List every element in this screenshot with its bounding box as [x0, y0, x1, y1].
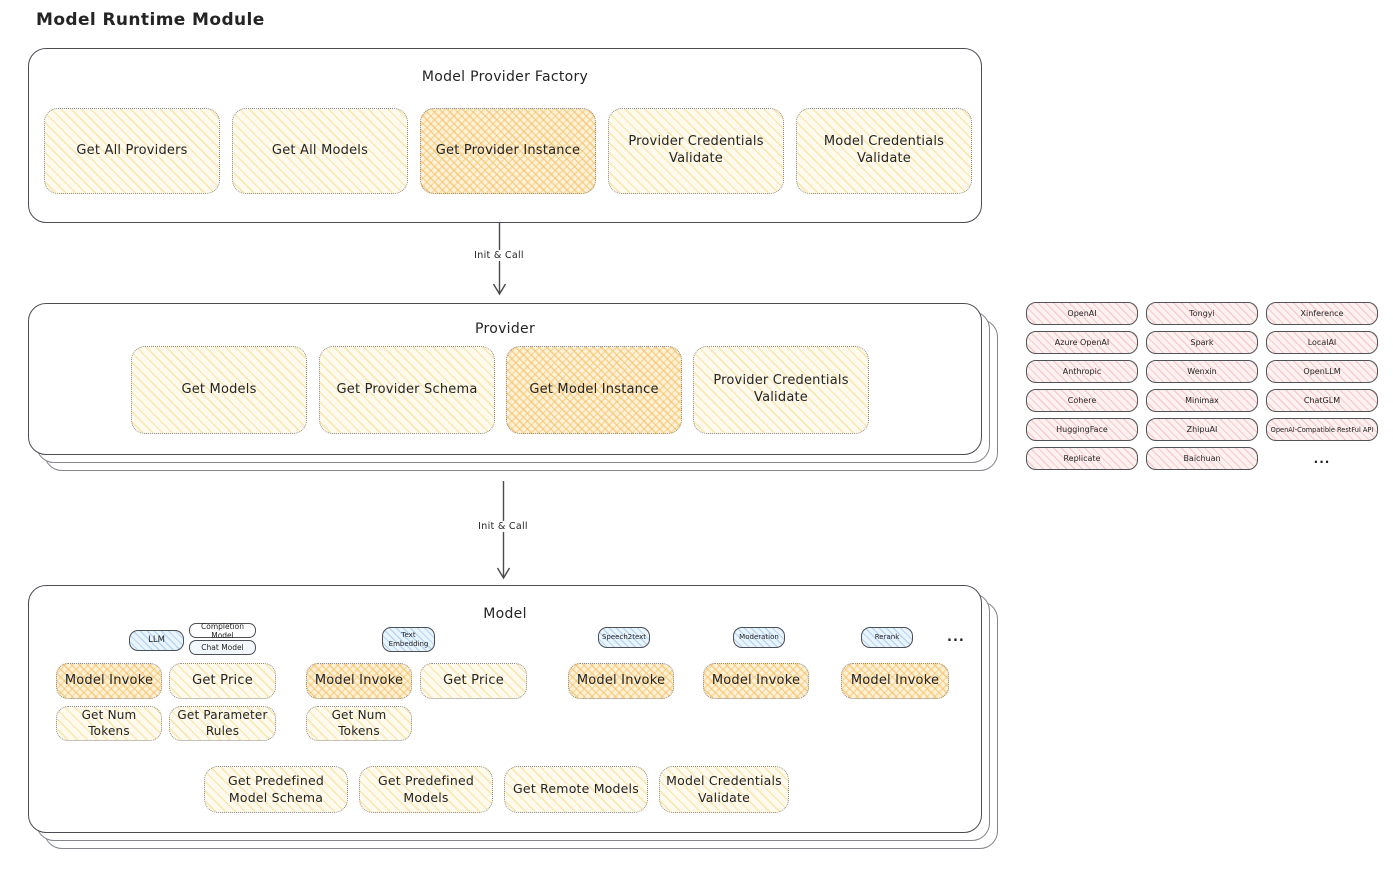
- badge-rerank: Rerank: [861, 627, 913, 648]
- model-box-title: Model: [483, 606, 527, 622]
- provider-item-tongyi: Tongyi: [1146, 302, 1258, 325]
- provider-box: Provider Get Models Get Provider Schema …: [28, 303, 982, 455]
- badge-llm: LLM: [129, 630, 184, 651]
- badge-speech2text: Speech2text: [598, 627, 650, 648]
- provider-item-baichuan: Baichuan: [1146, 447, 1258, 470]
- provider-item-azure-openai: Azure OpenAI: [1026, 331, 1138, 354]
- provider-item-localai: LocalAI: [1266, 331, 1378, 354]
- node-get-models: Get Models: [131, 346, 307, 434]
- provider-item-spark: Spark: [1146, 331, 1258, 354]
- node-provider-credentials-validate: Provider Credentials Validate: [608, 108, 784, 194]
- arrow-label-init-call-1: Init & Call: [470, 250, 528, 261]
- node-get-predefined-models: Get Predefined Models: [359, 766, 493, 813]
- node-embedding-model-invoke: Model Invoke: [306, 663, 412, 699]
- provider-item-openai: OpenAI: [1026, 302, 1138, 325]
- node-provider-credentials-validate-2: Provider Credentials Validate: [693, 346, 869, 434]
- arrow-provider-to-model: [496, 481, 511, 580]
- badge-text-embedding: Text Embedding: [382, 627, 435, 652]
- node-speech2text-model-invoke: Model Invoke: [568, 663, 674, 699]
- arrow-factory-to-provider: [492, 223, 507, 296]
- provider-item-replicate: Replicate: [1026, 447, 1138, 470]
- provider-item-xinference: Xinference: [1266, 302, 1378, 325]
- page-title: Model Runtime Module: [36, 10, 265, 30]
- node-get-remote-models: Get Remote Models: [504, 766, 648, 813]
- arrow-label-init-call-2: Init & Call: [474, 521, 532, 532]
- badge-moderation: Moderation: [733, 627, 785, 648]
- node-get-provider-instance: Get Provider Instance: [420, 108, 596, 194]
- node-embedding-get-num-tokens: Get Num Tokens: [306, 706, 412, 741]
- node-get-all-models: Get All Models: [232, 108, 408, 194]
- provider-box-title: Provider: [474, 321, 536, 337]
- node-get-model-instance: Get Model Instance: [506, 346, 682, 434]
- badge-chat-model: Chat Model: [189, 640, 256, 655]
- provider-item-anthropic: Anthropic: [1026, 360, 1138, 383]
- provider-item-chatglm: ChatGLM: [1266, 389, 1378, 412]
- factory-box: Model Provider Factory Get All Providers…: [28, 48, 982, 223]
- provider-item-huggingface: HuggingFace: [1026, 418, 1138, 441]
- node-get-predefined-model-schema: Get Predefined Model Schema: [204, 766, 348, 813]
- node-rerank-model-invoke: Model Invoke: [841, 663, 949, 699]
- node-llm-get-price: Get Price: [169, 663, 276, 699]
- model-box: Model LLM Completion Model Chat Model Te…: [28, 585, 982, 833]
- provider-item-openllm: OpenLLM: [1266, 360, 1378, 383]
- provider-item-more-ellipsis: ...: [1313, 451, 1331, 466]
- node-llm-get-parameter-rules: Get Parameter Rules: [169, 706, 276, 741]
- provider-item-zhipuai: ZhipuAI: [1146, 418, 1258, 441]
- provider-item-wenxin: Wenxin: [1146, 360, 1258, 383]
- node-model-credentials-validate-2: Model Credentials Validate: [659, 766, 789, 813]
- node-get-all-providers: Get All Providers: [44, 108, 220, 194]
- providers-list: OpenAI Tongyi Xinference Azure OpenAI Sp…: [1026, 302, 1378, 470]
- provider-item-cohere: Cohere: [1026, 389, 1138, 412]
- node-llm-model-invoke: Model Invoke: [56, 663, 162, 699]
- node-model-credentials-validate: Model Credentials Validate: [796, 108, 972, 194]
- node-embedding-get-price: Get Price: [420, 663, 527, 699]
- node-get-provider-schema: Get Provider Schema: [319, 346, 495, 434]
- badge-completion-model: Completion Model: [189, 622, 256, 640]
- badge-more-ellipsis: ...: [947, 630, 965, 645]
- provider-item-minimax: Minimax: [1146, 389, 1258, 412]
- node-moderation-model-invoke: Model Invoke: [703, 663, 809, 699]
- factory-box-title: Model Provider Factory: [421, 69, 589, 85]
- node-llm-get-num-tokens: Get Num Tokens: [56, 706, 162, 741]
- provider-item-openai-compatible: OpenAI-Compatible RestFul API: [1266, 418, 1378, 441]
